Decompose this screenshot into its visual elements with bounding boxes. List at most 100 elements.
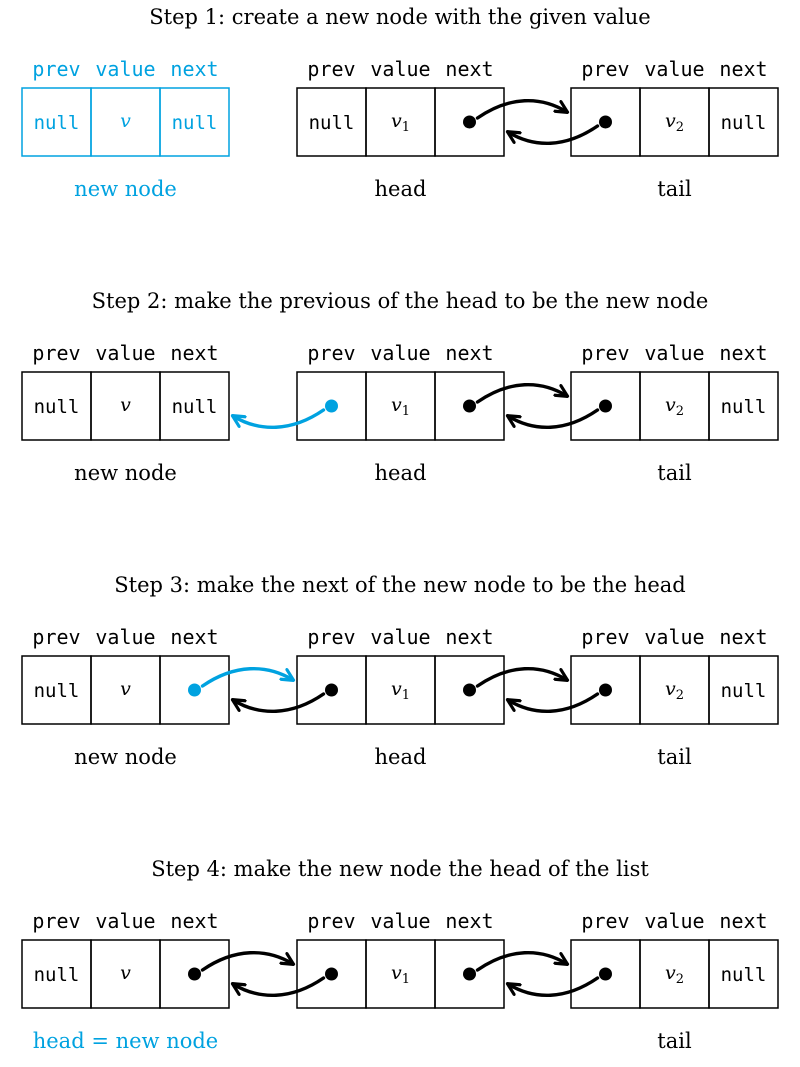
node-value: v bbox=[120, 110, 131, 132]
next-header: next bbox=[719, 625, 767, 649]
step-title: Step 3: make the next of the new node to… bbox=[114, 573, 685, 597]
head-next-arrow bbox=[475, 950, 568, 972]
step-1: Step 1: create a new node with the given… bbox=[21, 5, 779, 201]
prev-header: prev bbox=[307, 625, 355, 649]
prev-pointer-dot bbox=[325, 399, 338, 413]
head-next-arrow bbox=[475, 98, 568, 120]
value-header: value bbox=[370, 909, 430, 933]
next-pointer-dot bbox=[188, 967, 201, 981]
head-node: prev value next v1 bbox=[296, 341, 505, 441]
value-header: value bbox=[95, 341, 155, 365]
head-next-arrow bbox=[475, 382, 568, 404]
tail-prev-arrow bbox=[508, 976, 600, 998]
node-value: v2 bbox=[665, 394, 684, 419]
node-value: v2 bbox=[665, 962, 684, 987]
prev-pointer-dot bbox=[599, 967, 612, 981]
value-header: value bbox=[370, 341, 430, 365]
new-node-caption: new node bbox=[74, 745, 177, 769]
next-cell bbox=[708, 655, 779, 725]
next-cell bbox=[159, 939, 230, 1009]
next-value: null bbox=[172, 396, 218, 418]
value-header: value bbox=[644, 909, 704, 933]
prev-pointer-dot bbox=[599, 115, 612, 129]
step-title: Step 1: create a new node with the given… bbox=[149, 5, 650, 29]
prev-header: prev bbox=[32, 625, 80, 649]
new-next-arrow bbox=[200, 666, 294, 688]
next-cell bbox=[434, 939, 505, 1009]
next-pointer-dot bbox=[463, 115, 476, 129]
step-2: Step 2: make the previous of the head to… bbox=[21, 289, 779, 485]
next-header: next bbox=[445, 57, 493, 81]
next-cell bbox=[159, 371, 230, 441]
next-cell bbox=[434, 87, 505, 157]
head-caption: head bbox=[375, 177, 427, 201]
prev-value: null bbox=[34, 964, 80, 986]
prev-pointer-dot bbox=[599, 399, 612, 413]
head-prev-arrow bbox=[233, 976, 326, 998]
step-title: Step 4: make the new node the head of th… bbox=[151, 857, 649, 881]
value-header: value bbox=[644, 625, 704, 649]
prev-header: prev bbox=[32, 57, 80, 81]
next-pointer-dot bbox=[463, 967, 476, 981]
prev-value: null bbox=[34, 112, 80, 134]
new-node: prev value next null v null bbox=[21, 341, 230, 441]
next-pointer-dot bbox=[463, 683, 476, 697]
prev-header: prev bbox=[307, 341, 355, 365]
next-value: null bbox=[721, 680, 767, 702]
node-value: v1 bbox=[391, 678, 410, 703]
head-prev-arrow bbox=[233, 692, 326, 714]
tail-node: prev value next v2 null bbox=[570, 625, 779, 725]
next-value: null bbox=[721, 964, 767, 986]
new-node-caption: new node bbox=[74, 461, 177, 485]
next-header: next bbox=[445, 625, 493, 649]
tail-caption: tail bbox=[657, 745, 692, 769]
prev-pointer-dot bbox=[599, 683, 612, 697]
step-3: Step 3: make the next of the new node to… bbox=[21, 573, 779, 769]
next-header: next bbox=[170, 625, 218, 649]
next-header: next bbox=[170, 57, 218, 81]
next-cell bbox=[159, 87, 230, 157]
head-prev-arrow bbox=[233, 408, 326, 430]
prev-value: null bbox=[34, 396, 80, 418]
node-value: v bbox=[120, 394, 131, 416]
value-header: value bbox=[370, 57, 430, 81]
prev-header: prev bbox=[581, 341, 629, 365]
value-header: value bbox=[370, 625, 430, 649]
new-node-caption: new node bbox=[74, 177, 177, 201]
node-value: v1 bbox=[391, 110, 410, 135]
value-header: value bbox=[644, 341, 704, 365]
head-node: prev value next v1 bbox=[296, 625, 505, 725]
prev-header: prev bbox=[32, 341, 80, 365]
next-pointer-dot bbox=[463, 399, 476, 413]
node-value: v2 bbox=[665, 110, 684, 135]
head-caption: head bbox=[375, 745, 427, 769]
node-value: v bbox=[120, 962, 131, 984]
next-header: next bbox=[445, 909, 493, 933]
step-title: Step 2: make the previous of the head to… bbox=[92, 289, 709, 313]
next-cell bbox=[434, 655, 505, 725]
prev-value: null bbox=[34, 680, 80, 702]
head-caption: head bbox=[375, 461, 427, 485]
next-header: next bbox=[170, 341, 218, 365]
node-value: v bbox=[120, 678, 131, 700]
new-node-caption: head = new node bbox=[33, 1029, 219, 1053]
node-value: v2 bbox=[665, 678, 684, 703]
prev-pointer-dot bbox=[325, 967, 338, 981]
next-value: null bbox=[172, 112, 218, 134]
prev-header: prev bbox=[581, 625, 629, 649]
node-value: v1 bbox=[391, 394, 410, 419]
prev-value: null bbox=[309, 112, 355, 134]
head-next-arrow bbox=[475, 666, 568, 688]
tail-caption: tail bbox=[657, 1029, 692, 1053]
next-header: next bbox=[445, 341, 493, 365]
next-header: next bbox=[170, 909, 218, 933]
value-header: value bbox=[95, 625, 155, 649]
tail-caption: tail bbox=[657, 461, 692, 485]
